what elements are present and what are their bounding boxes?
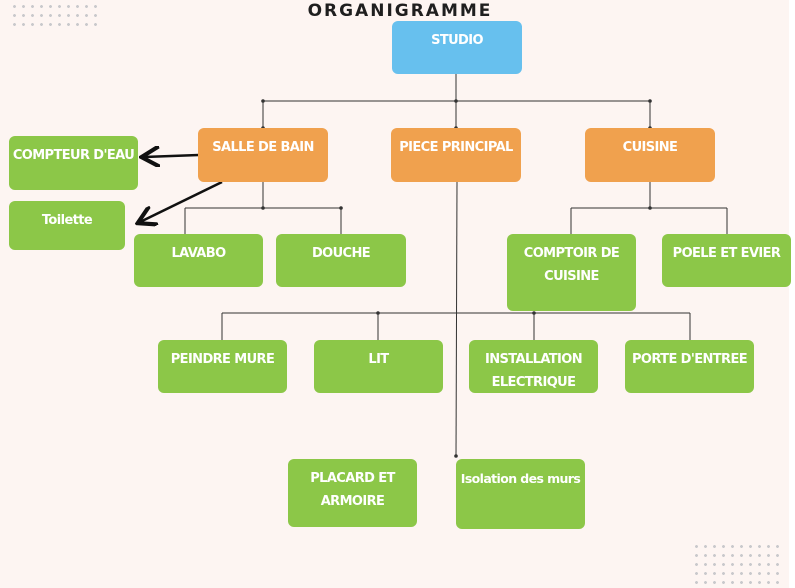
- node-peindre-mure: PEINDRE MURE: [158, 340, 287, 393]
- node-studio: STUDIO: [392, 21, 522, 74]
- node-toilette-label: Toilette: [41, 213, 93, 228]
- node-porte-entree-label: PORTE D'ENTREE: [631, 352, 748, 367]
- node-cuisine: CUISINE: [585, 128, 715, 182]
- decorative-dots-top-left: [10, 2, 100, 28]
- node-poele-evier-label: POELE ET EVIER: [672, 246, 781, 261]
- node-comptoir-label-line1: COMPTOIR DE: [523, 246, 620, 261]
- diagram-title: ORGANIGRAMME: [307, 1, 493, 21]
- node-poele-evier: POELE ET EVIER: [662, 234, 791, 287]
- decorative-dots-bottom-right: [692, 542, 782, 584]
- node-studio-label: STUDIO: [431, 33, 483, 48]
- node-peindre-mure-label: PEINDRE MURE: [170, 352, 275, 367]
- node-compteur-eau: COMPTEUR D'EAU: [9, 136, 138, 190]
- node-cuisine-label: CUISINE: [622, 140, 678, 155]
- page-edge: [789, 0, 795, 588]
- node-piece-principal-label: PIECE PRINCIPAL: [399, 140, 513, 155]
- node-placard-label-line1: PLACARD ET: [310, 471, 395, 486]
- node-salle-de-bain: SALLE DE BAIN: [198, 128, 328, 182]
- node-douche: DOUCHE: [276, 234, 406, 287]
- node-installation-label-line2: ELECTRIQUE: [491, 375, 576, 390]
- node-lavabo-label: LAVABO: [171, 246, 226, 261]
- node-placard-armoire: PLACARD ET: [288, 459, 417, 527]
- node-douche-label: DOUCHE: [311, 246, 371, 261]
- node-isolation-label: Isolation des murs: [460, 471, 581, 486]
- node-porte-entree: PORTE D'ENTREE: [625, 340, 754, 393]
- node-lavabo: LAVABO: [134, 234, 263, 287]
- node-comptoir-label-line2: CUISINE: [544, 269, 599, 284]
- node-piece-principal: PIECE PRINCIPAL: [391, 128, 521, 182]
- node-compteur-eau-label: COMPTEUR D'EAU: [12, 148, 135, 163]
- node-lit: LIT: [314, 340, 443, 393]
- node-installation-label-line1: INSTALLATION: [484, 352, 583, 367]
- node-salle-de-bain-label: SALLE DE BAIN: [212, 140, 314, 155]
- node-lit-label: LIT: [368, 352, 389, 367]
- node-comptoir-de-cuisine: COMPTOIR DE: [507, 234, 636, 311]
- node-placard-label-line2: ARMOIRE: [320, 494, 385, 509]
- node-isolation-murs: Isolation des murs: [456, 459, 585, 529]
- node-installation-electrique: INSTALLATION: [469, 340, 598, 393]
- node-toilette: Toilette: [9, 201, 125, 250]
